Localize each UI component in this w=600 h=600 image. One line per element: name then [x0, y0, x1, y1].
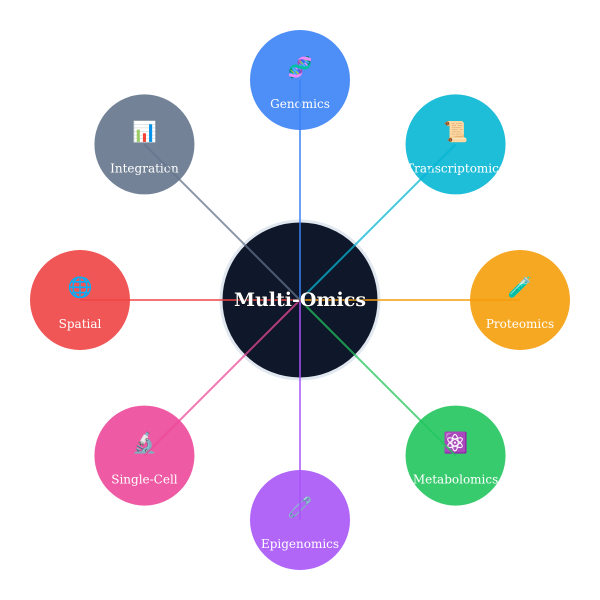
dna-icon: 🧬: [288, 55, 313, 79]
test-tube-icon: 🧪: [508, 275, 533, 299]
node-label: Epigenomics: [261, 537, 339, 551]
atom-icon: ⚛️: [443, 431, 468, 455]
node-label: Spatial: [59, 317, 102, 331]
globe-icon: 🌐: [68, 275, 93, 299]
connector-line-metabolomics: [299, 299, 457, 457]
node-label: Single-Cell: [111, 473, 178, 487]
node-label: Integration: [110, 161, 179, 175]
bar-chart-icon: 📊: [132, 119, 157, 143]
scroll-icon: 📜: [443, 119, 468, 143]
connector-line-single-cell: [143, 299, 301, 457]
node-label: Metabolomics: [413, 473, 498, 487]
connector-line-integration: [143, 143, 301, 301]
node-label: Proteomics: [486, 317, 554, 331]
node-label: Transcriptomics: [406, 161, 505, 175]
center-label: Multi-Omics: [234, 289, 366, 311]
connector-line-transcriptomics: [299, 143, 457, 301]
microscope-icon: 🔬: [132, 431, 157, 455]
